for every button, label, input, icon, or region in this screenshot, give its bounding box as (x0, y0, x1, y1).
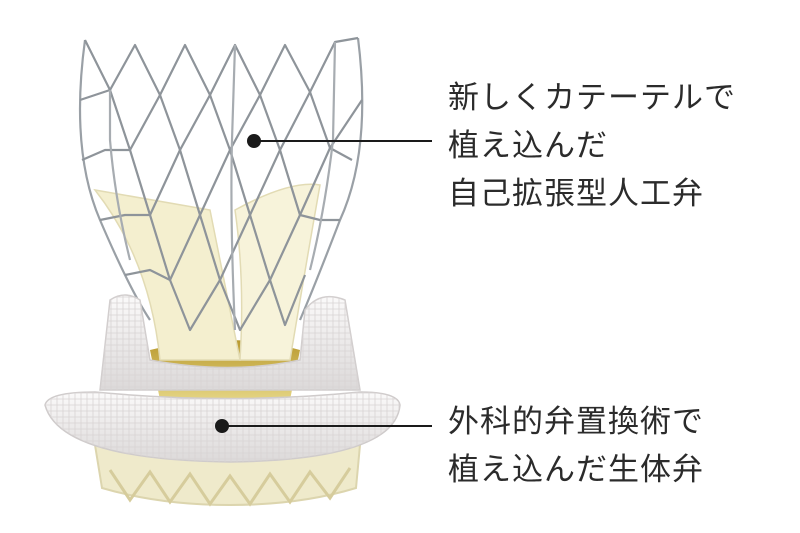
label-transcatheter-valve: 新しくカテーテルで 植え込んだ 自己拡張型人工弁 (448, 74, 736, 218)
label-line: 外科的弁置換術で (448, 404, 704, 440)
label-line: 植え込んだ生体弁 (448, 452, 704, 488)
marker-dot-top (247, 134, 261, 148)
stent-frame (78, 36, 364, 332)
leader-line-transcatheter (247, 134, 432, 148)
label-surgical-valve: 外科的弁置換術で 植え込んだ生体弁 (448, 398, 704, 494)
leader-line-surgical (215, 419, 432, 433)
label-line: 植え込んだ (448, 128, 608, 164)
label-line: 新しくカテーテルで (448, 80, 736, 116)
label-line: 自己拡張型人工弁 (448, 176, 704, 212)
marker-dot-bottom (215, 419, 229, 433)
